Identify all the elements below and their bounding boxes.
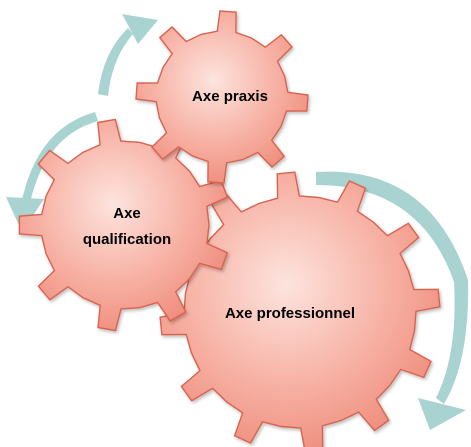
gear-professionnel	[159, 171, 441, 447]
gear-qualification	[18, 118, 229, 332]
gear-praxis	[135, 10, 309, 184]
label-qualification-line1: Axe	[113, 205, 141, 222]
cycle-arrow-left	[6, 112, 98, 232]
label-professionnel: Axe professionnel	[225, 305, 355, 322]
label-qualification-line2: qualification	[83, 231, 171, 248]
cycle-arrow-right	[316, 171, 469, 430]
label-praxis: Axe praxis	[192, 88, 268, 105]
cycle-arrow-top	[98, 14, 158, 96]
